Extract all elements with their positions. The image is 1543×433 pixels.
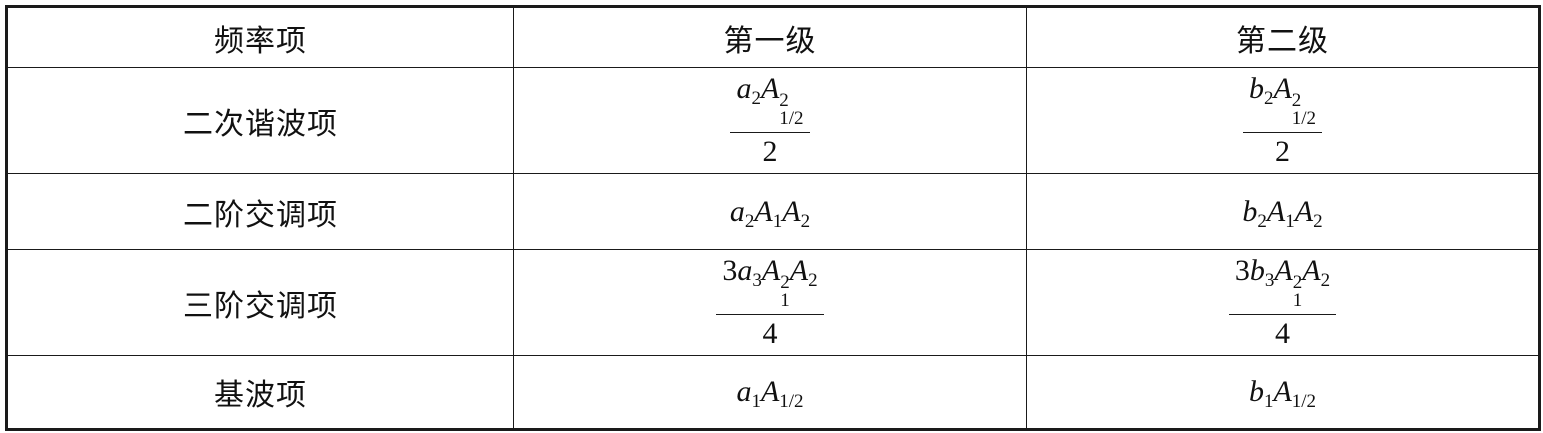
table-header-row: 频率项 第一级 第二级 [6, 6, 1540, 68]
header-stage-1: 第一级 [513, 6, 1027, 68]
header-stage-2: 第二级 [1026, 6, 1540, 68]
cell-fundamental-stage-1: a1A1/2 [513, 355, 1027, 430]
formula: b2A1A2 [1242, 194, 1323, 232]
row-label-second-harmonic: 二次谐波项 [6, 67, 514, 174]
formula-denominator: 2 [1274, 135, 1290, 168]
header-frequency-term: 频率项 [6, 6, 514, 68]
table-row: 二阶交调项 a2A1A2 b2A1A2 [6, 173, 1540, 250]
cell-second-order-stage-2: b2A1A2 [1026, 173, 1540, 250]
formula-denominator: 2 [762, 135, 778, 168]
table-row: 基波项 a1A1/2 b1A1/2 [6, 355, 1540, 430]
row-label-third-order-intermod: 三阶交调项 [6, 249, 514, 356]
cell-fundamental-stage-2: b1A1/2 [1026, 355, 1540, 430]
cell-second-order-stage-1: a2A1A2 [513, 173, 1027, 250]
formula: a2A1A2 [729, 194, 811, 232]
formula: b1A1/2 [1248, 375, 1317, 412]
row-label-second-order-intermod: 二阶交调项 [6, 173, 514, 250]
formula: a1A1/2 [736, 375, 804, 412]
formula-denominator: 4 [762, 317, 778, 350]
formula-denominator: 4 [1275, 317, 1290, 350]
row-label-fundamental: 基波项 [6, 355, 514, 430]
